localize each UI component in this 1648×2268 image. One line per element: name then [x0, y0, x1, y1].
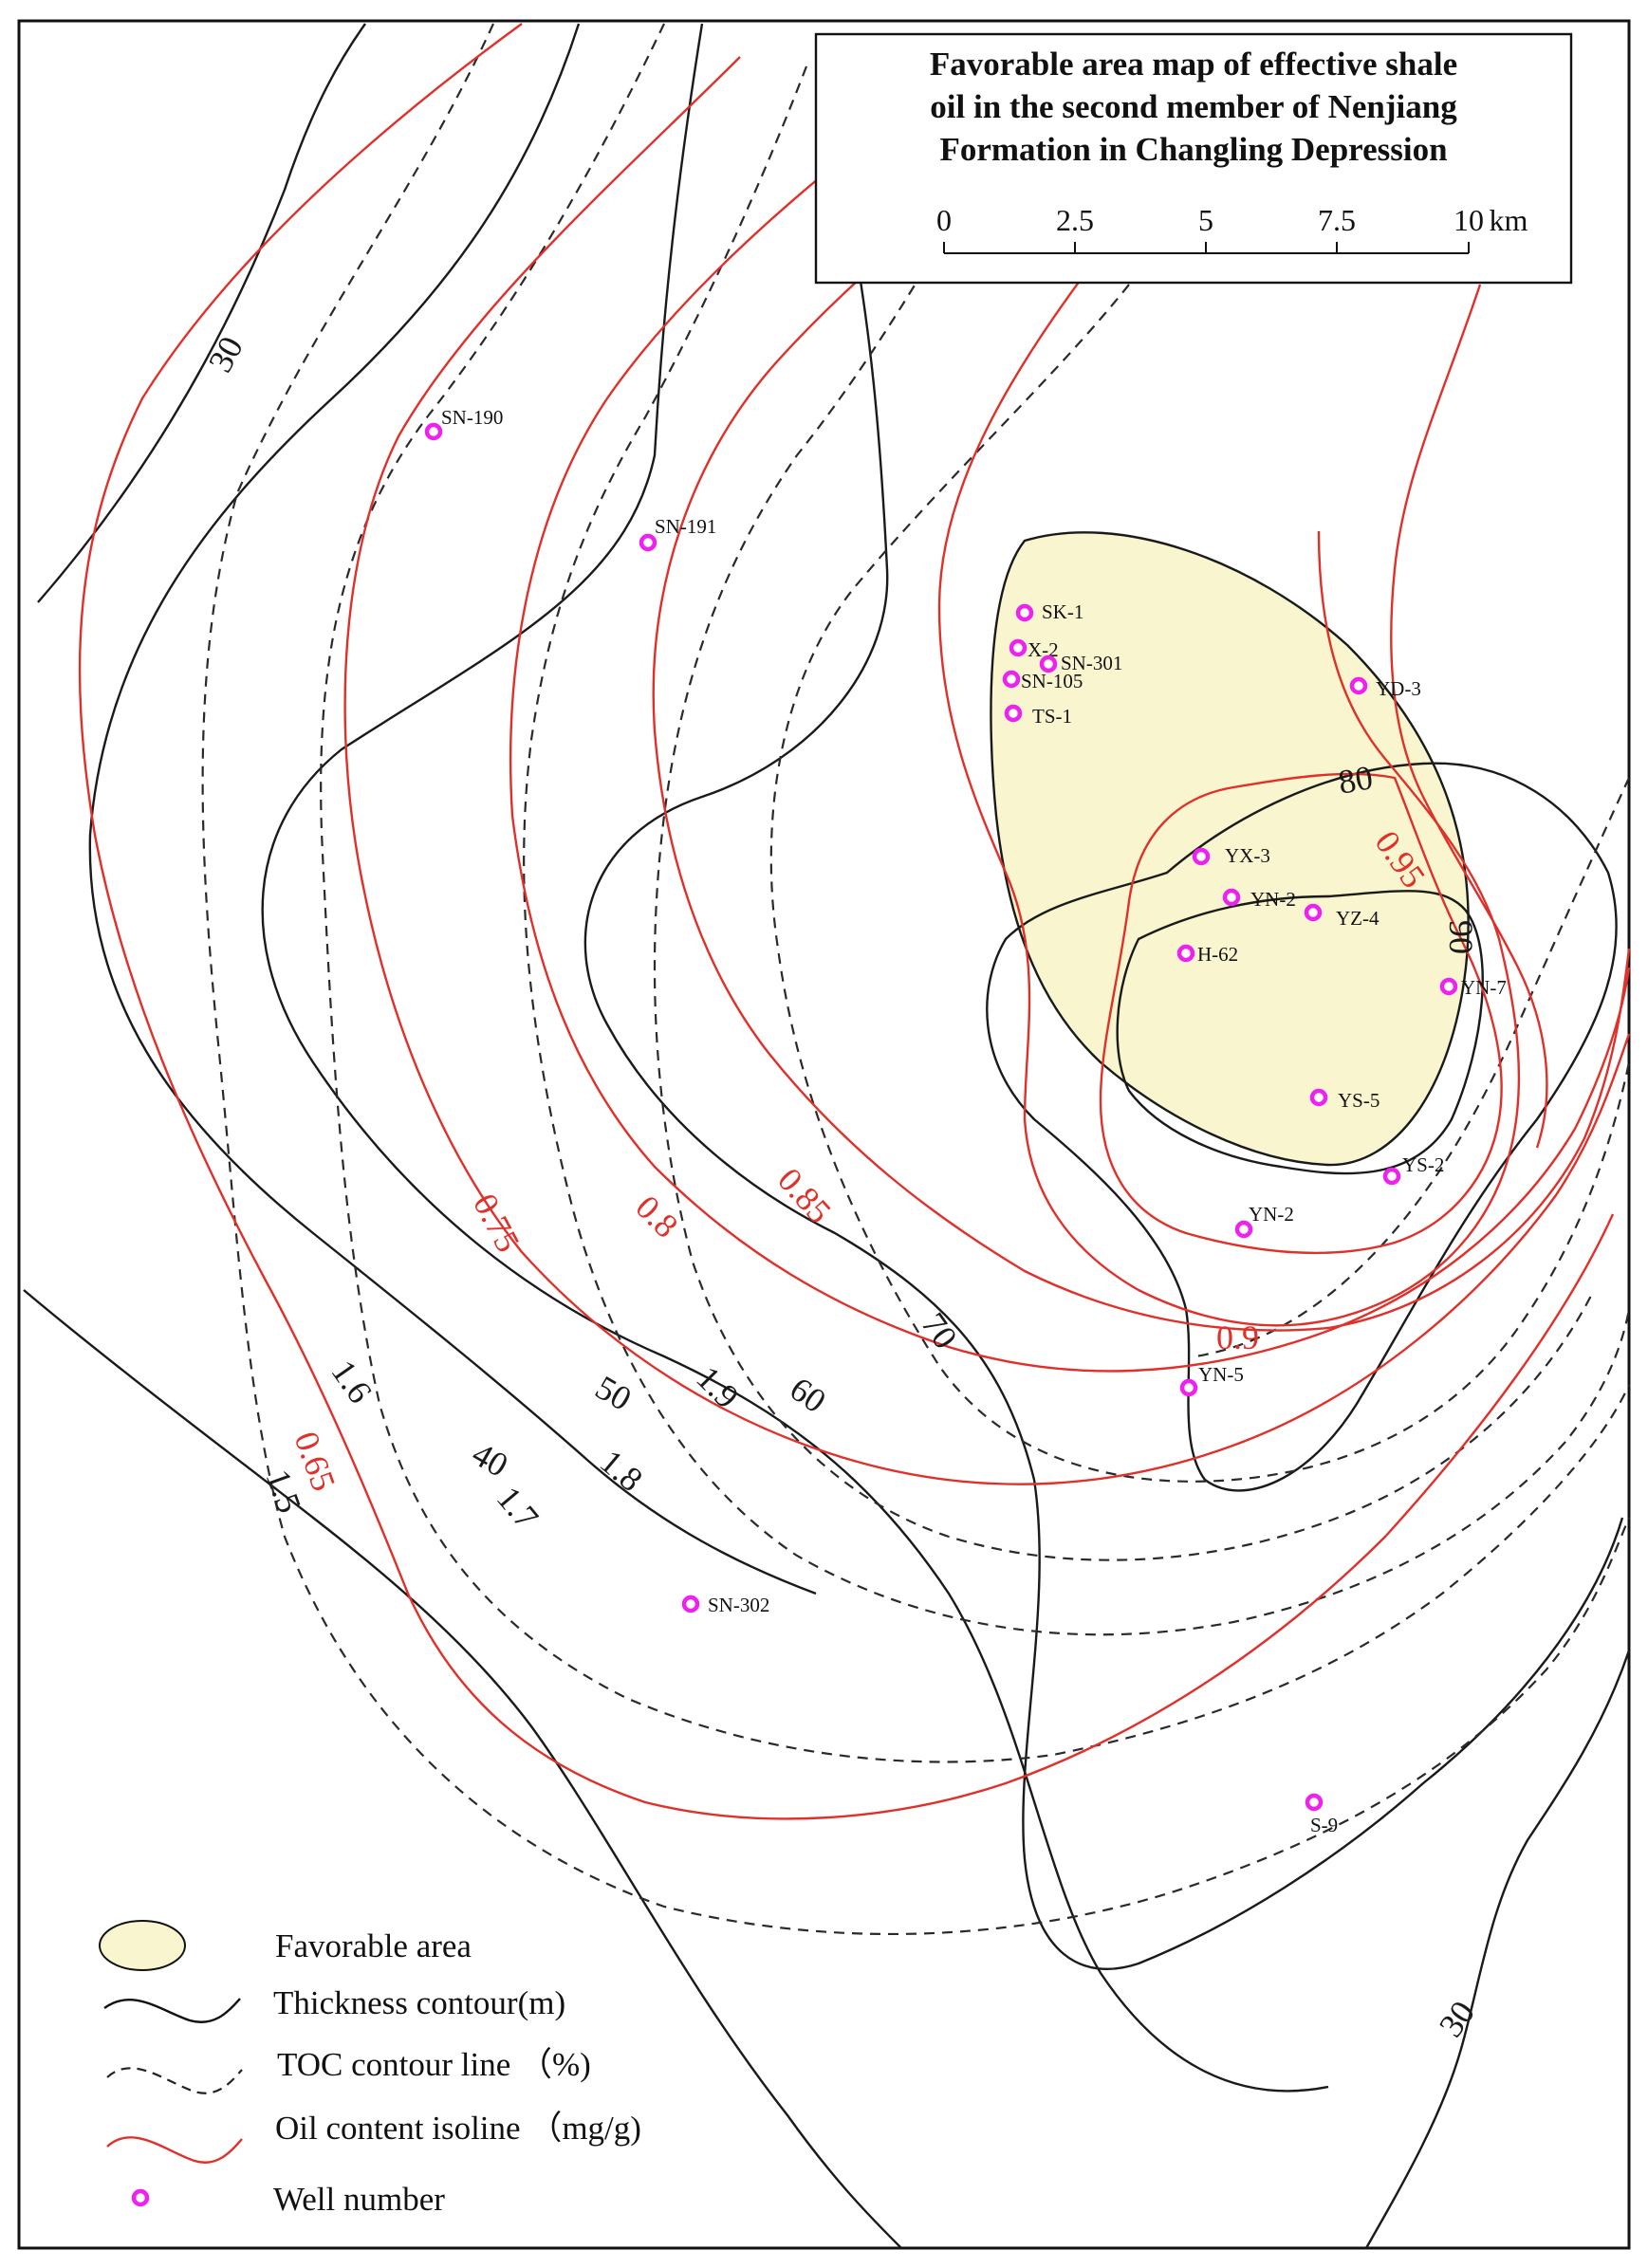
thickness-contours	[23, 23, 1631, 2249]
scale-tick-label: 2.5	[1056, 203, 1094, 237]
thickness-contour-90	[1116, 890, 1484, 1175]
well-marker[interactable]: H-62	[1176, 943, 1238, 966]
scale-bar: 0 2.5 5 7.5 10 km	[936, 203, 1528, 254]
svg-text:YN-5: YN-5	[1198, 1363, 1244, 1386]
toc-contour-1.5	[201, 23, 1631, 1936]
legend-item-favorable-area: Favorable area	[99, 1920, 472, 1971]
svg-text:S-9: S-9	[1310, 1814, 1338, 1836]
svg-text:SN-191: SN-191	[655, 515, 716, 538]
toc-line-swatch	[106, 2067, 243, 2094]
legend-item-oil: Oil content isoline （mg/g)	[106, 2110, 641, 2164]
well-marker[interactable]: YN-7	[1439, 976, 1507, 999]
map-title-line: oil in the second member of Nenjiang	[930, 88, 1457, 125]
svg-text:SN-190: SN-190	[441, 406, 503, 429]
legend-item-well: Well number	[131, 2181, 445, 2218]
well-marker[interactable]: YN-2	[1234, 1203, 1294, 1239]
thickness-label: 80	[1335, 758, 1375, 802]
svg-text:YS-2: YS-2	[1402, 1153, 1444, 1176]
legend-label: Oil content isoline （mg/g)	[275, 2110, 641, 2147]
oil-isoline-0.8	[509, 75, 1631, 1373]
well-marker[interactable]: SN-301	[1039, 652, 1122, 674]
svg-text:YX-3: YX-3	[1225, 844, 1270, 867]
svg-text:YZ-4: YZ-4	[1336, 907, 1380, 930]
oil-label: 0.9	[1216, 1318, 1259, 1356]
scale-tick-label: 7.5	[1318, 203, 1356, 237]
thickness-contour-30-west	[37, 23, 366, 603]
legend-label: Well number	[273, 2181, 445, 2218]
oil-isoline-0.65	[78, 23, 1615, 1820]
well-marker[interactable]: YX-3	[1192, 844, 1270, 867]
thickness-contour-40	[23, 1289, 902, 2249]
well-marker[interactable]: SN-190	[424, 406, 503, 441]
oil-isoline-0.95-east	[1390, 284, 1548, 1149]
svg-text:SN-105: SN-105	[1021, 670, 1083, 692]
well-marker[interactable]: YZ-4	[1304, 903, 1380, 930]
toc-contours	[201, 23, 1631, 1936]
well-marker[interactable]: SN-105	[1002, 670, 1083, 692]
svg-text:SN-302: SN-302	[708, 1594, 769, 1616]
toc-contour-1.8	[653, 160, 1595, 1561]
oil-isoline-0.85	[652, 103, 1631, 1332]
legend: Favorable area Thickness contour(m) TOC …	[99, 1920, 641, 2218]
svg-text:YD-3: YD-3	[1376, 677, 1421, 700]
thickness-label: 90	[1442, 920, 1480, 954]
well-marker[interactable]: SN-302	[681, 1594, 769, 1616]
map-frame	[17, 19, 1631, 2250]
legend-item-thickness: Thickness contour(m)	[103, 1984, 565, 2023]
well-marker[interactable]: SK-1	[1015, 600, 1083, 623]
toc-contour-1.7	[523, 65, 1631, 1636]
legend-label: Favorable area	[275, 1927, 472, 1964]
well-marker[interactable]: YN-5	[1179, 1363, 1244, 1397]
thickness-contour-70	[583, 151, 1624, 1971]
well-marker[interactable]: YN-2	[1222, 888, 1296, 911]
scale-tick-label: 10	[1454, 203, 1484, 237]
legend-item-toc: TOC contour line （%)	[106, 2046, 591, 2094]
wells: SN-190 SN-191 SK-1 X-2 SN-301 SN-105 TS-…	[424, 406, 1507, 1836]
svg-text:YS-5: YS-5	[1338, 1089, 1380, 1112]
well-marker[interactable]: S-9	[1305, 1793, 1338, 1836]
scale-unit: km	[1490, 203, 1528, 237]
well-marker[interactable]: YD-3	[1349, 676, 1421, 700]
title-box: Favorable area map of effective shale oi…	[814, 32, 1573, 285]
oil-isolines	[78, 23, 1631, 1820]
toc-contour-1.9-inner	[1194, 777, 1630, 1358]
favorable-area	[990, 531, 1470, 1167]
oil-line-swatch	[106, 2136, 243, 2164]
well-marker[interactable]: TS-1	[1004, 704, 1072, 728]
thickness-contour-50	[88, 23, 817, 1595]
oil-isoline-0.9	[937, 265, 1521, 1327]
thickness-contour-30-east	[1364, 1650, 1631, 2249]
scale-tick-label: 5	[1198, 203, 1213, 237]
well-marker-icon	[131, 2188, 150, 2207]
scale-tick-label: 0	[936, 203, 952, 237]
svg-text:H-62: H-62	[1197, 943, 1238, 966]
thickness-contour-80	[986, 762, 1618, 1492]
svg-text:TS-1: TS-1	[1032, 705, 1072, 728]
well-marker[interactable]: YS-2	[1382, 1153, 1444, 1186]
map-title-line: Formation in Changling Depression	[939, 131, 1447, 168]
svg-text:SK-1: SK-1	[1042, 600, 1083, 623]
map-title-line: Favorable area map of effective shale	[930, 46, 1457, 83]
thickness-contour-60	[261, 23, 1329, 2093]
legend-label: Thickness contour(m)	[273, 1984, 565, 2021]
svg-text:SN-301: SN-301	[1061, 652, 1122, 674]
svg-text:YN-2: YN-2	[1250, 888, 1296, 911]
svg-text:YN-7: YN-7	[1461, 976, 1507, 999]
thickness-line-swatch	[103, 1998, 241, 2023]
well-marker[interactable]: SN-191	[639, 515, 716, 552]
oil-isoline-0.75	[343, 56, 1631, 1485]
oil-isoline-0.95	[1099, 772, 1503, 1255]
toc-contour-1.9	[769, 284, 1631, 1483]
well-marker[interactable]: YS-5	[1309, 1088, 1380, 1112]
legend-label: TOC contour line （%)	[277, 2046, 591, 2083]
svg-text:YN-2: YN-2	[1249, 1203, 1294, 1226]
favorable-area-swatch	[99, 1920, 186, 1971]
